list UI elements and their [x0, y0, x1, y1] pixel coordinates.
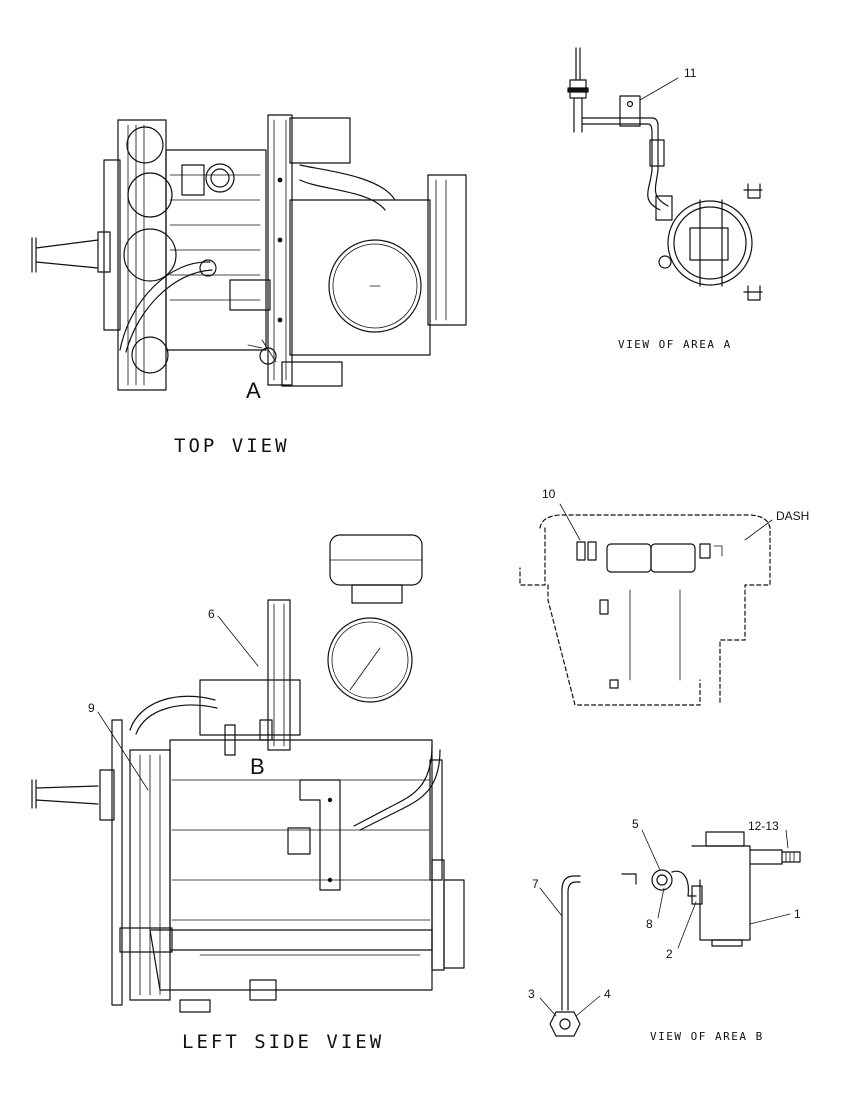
area-a-marker: A: [246, 378, 261, 403]
callout-9: 9: [88, 701, 95, 715]
callout-8: 8: [646, 917, 653, 931]
dash-leader: [744, 519, 773, 541]
callout-6: 6: [208, 607, 215, 621]
area-a-title: VIEW OF AREA A: [618, 338, 732, 351]
callout-10: 10: [542, 487, 556, 501]
callout-leader-1: [749, 913, 791, 925]
callout-leader-9: [97, 711, 149, 791]
callout-leader-6: [217, 615, 259, 667]
callout-leader-12-13: [785, 829, 789, 849]
callout-1: 1: [794, 907, 801, 921]
callout-7: 7: [532, 877, 539, 891]
callout-2: 2: [666, 947, 673, 961]
callout-leader-3: [539, 997, 557, 1017]
area-b-marker: B: [250, 754, 265, 779]
dash-panel-drawing: [519, 514, 771, 706]
callout-leader-2: [677, 901, 697, 949]
dash-label: DASH: [776, 509, 809, 523]
left-side-view-title: LEFT SIDE VIEW: [182, 1031, 384, 1053]
callout-leader-10: [559, 503, 581, 541]
callout-4: 4: [604, 987, 611, 1001]
callout-leader-5: [641, 829, 661, 871]
callout-leader-8: [657, 887, 665, 919]
area-a-drawing: [567, 47, 763, 301]
callout-leader-7: [539, 887, 563, 917]
left-side-view-drawing: [31, 534, 465, 1013]
area-b-drawing: [549, 831, 801, 1037]
callout-11: 11: [684, 66, 697, 80]
area-b-title: VIEW OF AREA B: [650, 1030, 764, 1043]
top-view-drawing: [31, 114, 467, 391]
top-view-title: TOP VIEW: [174, 435, 290, 457]
callout-5: 5: [632, 817, 639, 831]
callout-12-13: 12-13: [748, 819, 779, 833]
callout-leader-4: [575, 995, 601, 1017]
callout-3: 3: [528, 987, 535, 1001]
callout-leader-11: [639, 77, 679, 101]
